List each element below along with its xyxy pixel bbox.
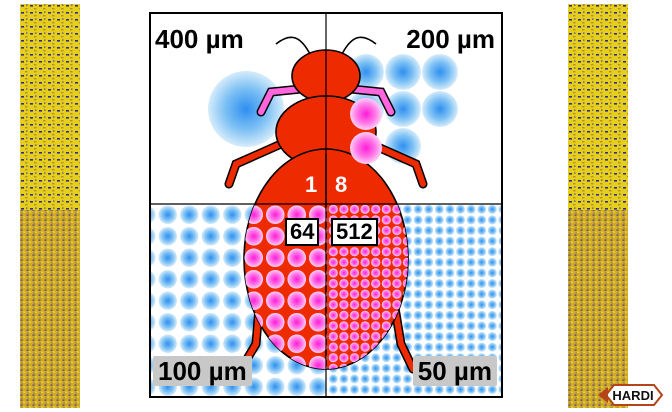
- logo-text: HARDI: [612, 388, 653, 403]
- label-200um: 200 µm: [406, 26, 495, 52]
- quadrant-artwork: [151, 14, 501, 396]
- left-microscopy-strip: [20, 4, 80, 408]
- quadrant-panel: 400 µm 200 µm 100 µm 50 µm 1 8 64 512: [149, 12, 503, 398]
- count-8: 8: [335, 174, 347, 196]
- label-100um: 100 µm: [153, 356, 252, 386]
- count-512: 512: [331, 218, 378, 246]
- thorax-dot-right-lower: [350, 132, 382, 164]
- thorax-dot-right: [350, 98, 382, 130]
- label-50um: 50 µm: [413, 356, 497, 386]
- count-1: 1: [305, 174, 317, 196]
- count-64: 64: [285, 218, 319, 246]
- dot-400um: [208, 71, 284, 147]
- hardi-logo: HARDI: [596, 382, 664, 408]
- right-microscopy-strip: [568, 4, 628, 408]
- label-400um: 400 µm: [155, 26, 244, 52]
